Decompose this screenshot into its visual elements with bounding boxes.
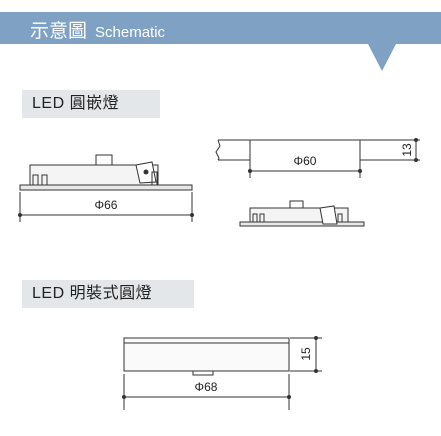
recessed-light-installed bbox=[239, 200, 365, 227]
surface-diameter-label: Φ68 bbox=[195, 380, 218, 394]
header-title-en: Schematic bbox=[95, 24, 166, 41]
section-label-recessed: LED 圓嵌燈 bbox=[22, 90, 160, 118]
header-title: 示意圖 Schematic bbox=[30, 21, 165, 44]
surface-light-side-view bbox=[122, 336, 322, 410]
header-title-zh: 示意圖 bbox=[30, 21, 88, 42]
header-banner: 示意圖 Schematic bbox=[0, 0, 441, 72]
ceiling-cutout-section bbox=[215, 138, 420, 178]
recessed-diameter-label: Φ66 bbox=[95, 198, 118, 212]
cutout-diameter-label: Φ60 bbox=[294, 154, 317, 168]
recessed-light-side-view bbox=[18, 154, 194, 222]
surface-height-label: 15 bbox=[299, 347, 313, 361]
header-banner-shape bbox=[0, 12, 441, 71]
recessed-height-label: 13 bbox=[400, 143, 414, 157]
section-label-surface: LED 明裝式圓燈 bbox=[22, 280, 194, 308]
